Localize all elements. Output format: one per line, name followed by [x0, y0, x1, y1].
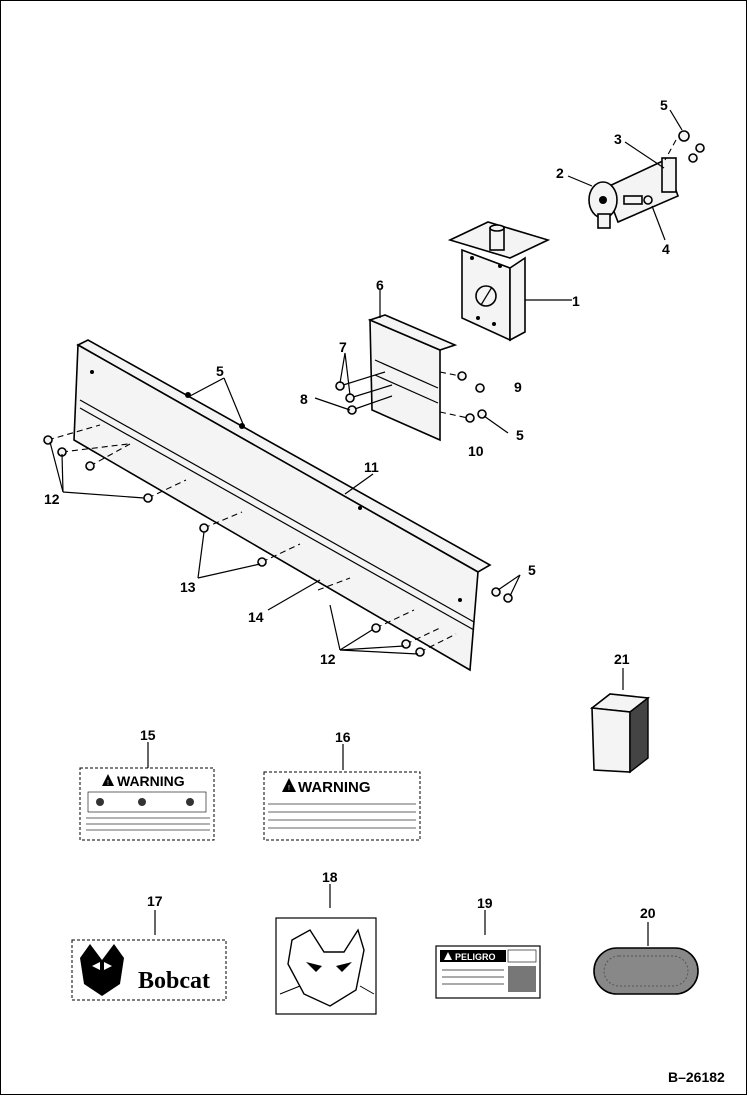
callout-2: 2 — [556, 165, 564, 181]
callout-5-right: 5 — [516, 427, 524, 443]
callout-13: 13 — [180, 579, 196, 595]
part-6-mount-plate — [367, 314, 458, 442]
callout-16: 16 — [335, 729, 351, 745]
callout-15: 15 — [140, 727, 156, 743]
callout-6: 6 — [376, 277, 384, 293]
part-21-container — [589, 693, 651, 774]
callout-18: 18 — [322, 869, 338, 885]
nuts-9-10 — [439, 371, 487, 423]
callout-3: 3 — [614, 131, 622, 147]
part-4-pin — [623, 195, 653, 205]
callout-19: 19 — [477, 895, 493, 911]
callout-17: 17 — [147, 893, 163, 909]
callout-labels: 1 2 3 4 5 6 7 8 9 10 5 11 5 5 12 13 14 1… — [44, 97, 670, 921]
callout-12-left: 12 — [44, 491, 60, 507]
part-11-blade-beam — [73, 339, 492, 672]
callout-21: 21 — [614, 651, 630, 667]
callout-5-top: 5 — [660, 97, 668, 113]
svg-text:!: ! — [288, 785, 290, 792]
decal-15-warning: ! WARNING — [79, 767, 215, 841]
callout-5-left: 5 — [216, 363, 224, 379]
callout-20: 20 — [640, 905, 656, 921]
warning-16-text: WARNING — [298, 779, 371, 796]
leader-lines — [49, 109, 683, 946]
svg-text:!: ! — [107, 780, 109, 787]
bobcat-wordmark: Bobcat — [138, 968, 210, 994]
part-3-bracket-plate — [661, 157, 677, 193]
callout-11: 11 — [364, 459, 379, 475]
callout-14: 14 — [248, 609, 264, 625]
callout-7: 7 — [339, 339, 347, 355]
decal-16-warning: ! WARNING — [263, 771, 421, 841]
bolts-7-8 — [335, 371, 393, 415]
drawing-number: B–26182 — [668, 1069, 725, 1085]
callout-5-end: 5 — [528, 562, 536, 578]
peligro-text: PELIGRO — [455, 952, 496, 962]
callout-4: 4 — [662, 241, 670, 257]
nut-5-top — [664, 130, 705, 163]
decal-17-brand: Bobcat — [71, 939, 227, 1001]
decal-19-peligro: PELIGRO — [435, 945, 541, 999]
callout-8: 8 — [300, 391, 308, 407]
warning-15-text: WARNING — [117, 773, 185, 789]
callout-12-right: 12 — [320, 651, 336, 667]
callout-1: 1 — [572, 293, 580, 309]
callout-9: 9 — [514, 379, 522, 395]
callout-10: 10 — [468, 443, 484, 459]
bolts-12-13 — [43, 424, 513, 657]
part-20-reflector — [593, 947, 699, 995]
decal-18-head — [275, 917, 377, 1015]
part-2-cylinder-cap — [588, 158, 680, 229]
part-1-mount-bracket — [447, 221, 551, 342]
